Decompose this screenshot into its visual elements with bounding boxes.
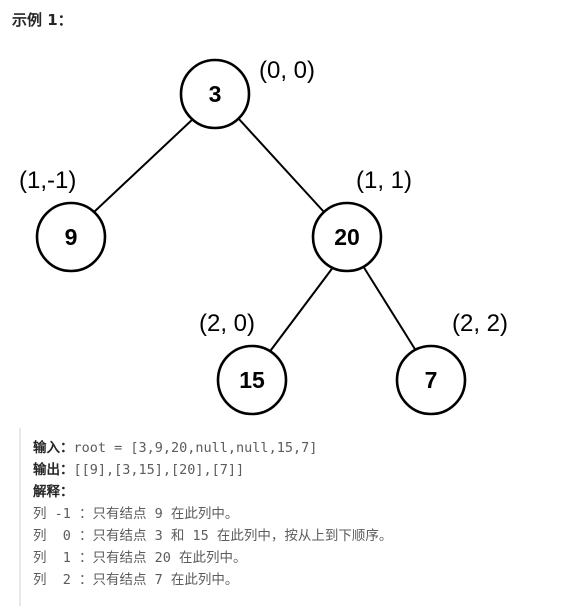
example-title: 示例 1： [12, 11, 73, 29]
explain-detail-col-2: 列 2 ：只有结点 7 在此列中。 [33, 572, 239, 588]
tree-node-20: 20 [311, 201, 383, 273]
explain-detail-col-minus1: 列 -1 ：只有结点 9 在此列中。 [33, 506, 239, 522]
tree-node-3: 3 [179, 58, 251, 130]
edge-20-7 [362, 265, 419, 355]
tree-edges [93, 117, 419, 355]
explain-detail-col-0: 列 0 ：只有结点 3 和 15 在此列中，按从上到下顺序。 [33, 528, 393, 544]
tree-node-15: 15 [216, 344, 288, 416]
tree-node-9: 9 [35, 201, 107, 273]
example-io-block: 输入：root = [3,9,20,null,null,15,7] 输出：[[9… [19, 428, 559, 606]
explain-line: 解释： [33, 481, 559, 503]
node-circle [311, 201, 383, 273]
coord-label-3: (0, 0) [259, 57, 315, 84]
coord-label-20: (1, 1) [356, 167, 412, 194]
coord-label-9: (1,-1) [19, 167, 76, 194]
output-value: [[9],[3,15],[20],[7]] [73, 462, 245, 478]
node-circle [179, 58, 251, 130]
explain-detail-col-1: 列 1 ：只有结点 20 在此列中。 [33, 550, 247, 566]
tree-node-7: 7 [395, 344, 467, 416]
edge-3-20 [237, 117, 325, 213]
node-label: 7 [425, 367, 438, 393]
input-line: 输入：root = [3,9,20,null,null,15,7] [33, 437, 559, 459]
output-line: 输出：[[9],[3,15],[20],[7]] [33, 459, 559, 481]
node-label: 9 [65, 224, 78, 250]
node-circle [395, 344, 467, 416]
coord-label-7: (2, 2) [452, 310, 508, 337]
edge-20-15 [267, 265, 335, 355]
node-label: 20 [334, 224, 360, 250]
output-label: 输出： [33, 462, 74, 478]
node-label: 15 [239, 367, 265, 393]
binary-tree-diagram: 3 9 20 15 7 (0, 0) (1,-1) (1, 1) (2, 0) … [19, 57, 508, 416]
input-label: 输入： [33, 440, 74, 456]
input-value: root = [3,9,20,null,null,15,7] [73, 440, 318, 456]
explain-label: 解释： [33, 484, 74, 500]
node-label: 3 [209, 81, 222, 107]
node-circle [216, 344, 288, 416]
coord-label-15: (2, 0) [199, 310, 255, 337]
node-circle [35, 201, 107, 273]
edge-3-9 [93, 117, 195, 213]
